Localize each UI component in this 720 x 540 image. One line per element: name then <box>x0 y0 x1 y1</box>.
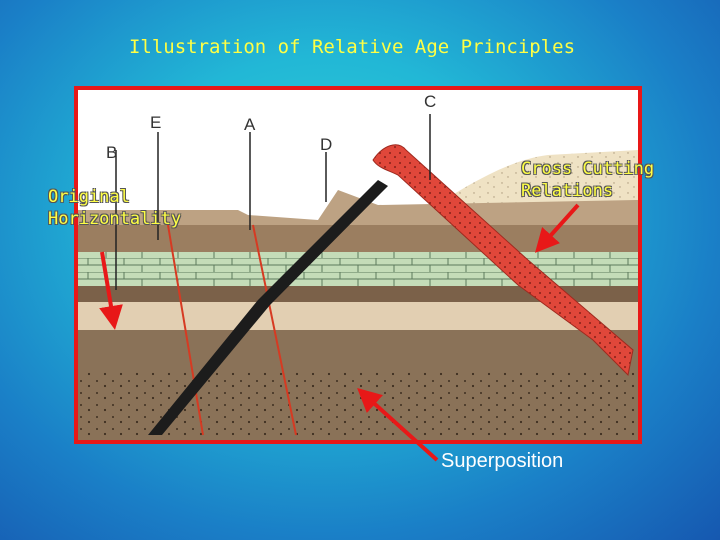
stratum-mudstone <box>78 328 638 372</box>
letter-d: D <box>320 135 332 154</box>
label-original-horizontality: Original Horizontality <box>48 186 181 230</box>
letter-c: C <box>424 92 436 111</box>
label-original-line2: Horizontality <box>48 209 182 229</box>
fault-right <box>252 224 297 436</box>
label-superposition: Superposition <box>441 450 564 472</box>
label-cross-cutting: Cross Cutting Relations <box>521 158 654 202</box>
red-dike <box>372 144 634 377</box>
slide-title: Illustration of Relative Age Principles <box>128 36 576 58</box>
letter-b: B <box>106 143 117 162</box>
geologic-cross-section: B E A D C <box>78 90 638 440</box>
label-cross-line2: Relations <box>521 181 614 201</box>
label-cross-line1: Cross Cutting <box>521 159 655 179</box>
label-original-line1: Original <box>48 187 130 207</box>
fault-left <box>167 224 204 436</box>
letter-a: A <box>244 115 256 134</box>
stratum-limestone <box>78 250 638 286</box>
stratum-shale-lower <box>78 284 638 302</box>
black-dike <box>148 180 388 435</box>
letter-e: E <box>150 113 161 132</box>
